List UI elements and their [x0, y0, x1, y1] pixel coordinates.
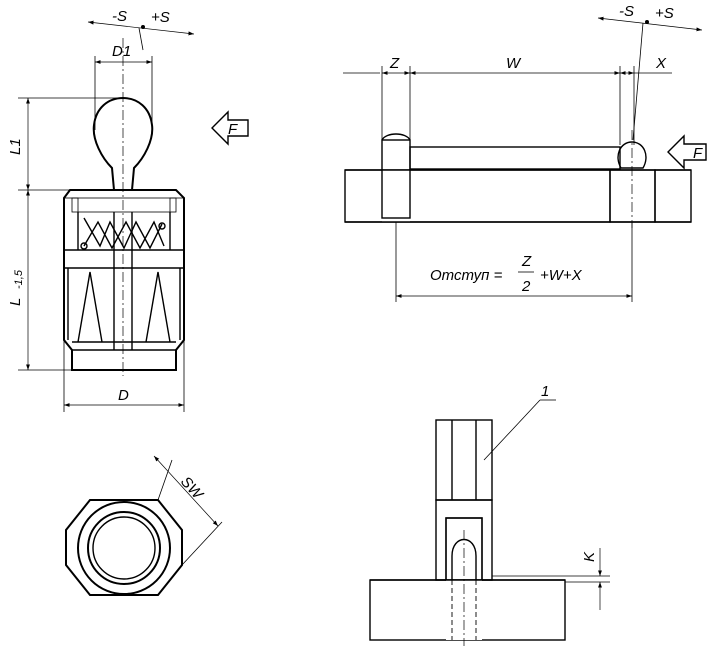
- d-label: D: [118, 387, 129, 404]
- d1-label: D1: [112, 43, 131, 60]
- f-label-right: F: [693, 145, 703, 162]
- l1-label: L1: [7, 138, 24, 155]
- thread-cones: [72, 271, 176, 343]
- l-dimension: L -1,5: [7, 190, 72, 371]
- offset-suffix: +W+X: [540, 267, 583, 284]
- w-label: W: [506, 55, 522, 72]
- sw-dimension: SW: [153, 455, 223, 566]
- l-label: L: [7, 298, 24, 306]
- x-label: X: [655, 55, 667, 72]
- sw-label: SW: [177, 473, 207, 504]
- f-label-left: F: [228, 121, 238, 138]
- offset-dimension: [395, 222, 633, 302]
- z-label: Z: [389, 55, 400, 72]
- offset-prefix: Отступ =: [430, 267, 503, 284]
- housing-outline: [63, 189, 185, 371]
- stroke-indicator-left: -S +S: [87, 8, 195, 51]
- k-label: K: [581, 551, 598, 562]
- minus-s-label-right: -S: [619, 3, 634, 20]
- detail-k-view: 1 K: [369, 383, 610, 646]
- hex-top-view: SW: [65, 455, 223, 596]
- force-arrow-left: F: [211, 110, 249, 146]
- installation-view: -S +S Z W X: [343, 3, 707, 302]
- spring: [83, 217, 165, 250]
- d1-dimension: D1: [94, 43, 153, 130]
- plus-s-label-right: +S: [655, 5, 674, 22]
- plunger-section-view: -S +S D1 L1: [7, 8, 249, 412]
- force-arrow-right: F: [667, 134, 707, 170]
- frac-numerator: Z: [521, 253, 532, 270]
- plus-s-label: +S: [151, 9, 170, 26]
- l-tolerance-label: -1,5: [13, 269, 25, 289]
- offset-formula: Отступ = Z 2 +W+X: [430, 253, 583, 295]
- part-1-label: 1: [541, 383, 549, 400]
- plunger-block: [609, 169, 656, 223]
- bar: [409, 146, 621, 170]
- l1-dimension: L1: [7, 97, 123, 191]
- pin: [381, 139, 411, 219]
- stroke-indicator-right: -S +S: [597, 3, 703, 141]
- column-part-1: [435, 419, 493, 501]
- k-dimension: K: [492, 548, 610, 610]
- minus-s-label: -S: [112, 8, 127, 25]
- hex-body: [65, 499, 183, 596]
- frac-denominator: 2: [521, 278, 531, 295]
- d-dimension: D: [63, 340, 185, 412]
